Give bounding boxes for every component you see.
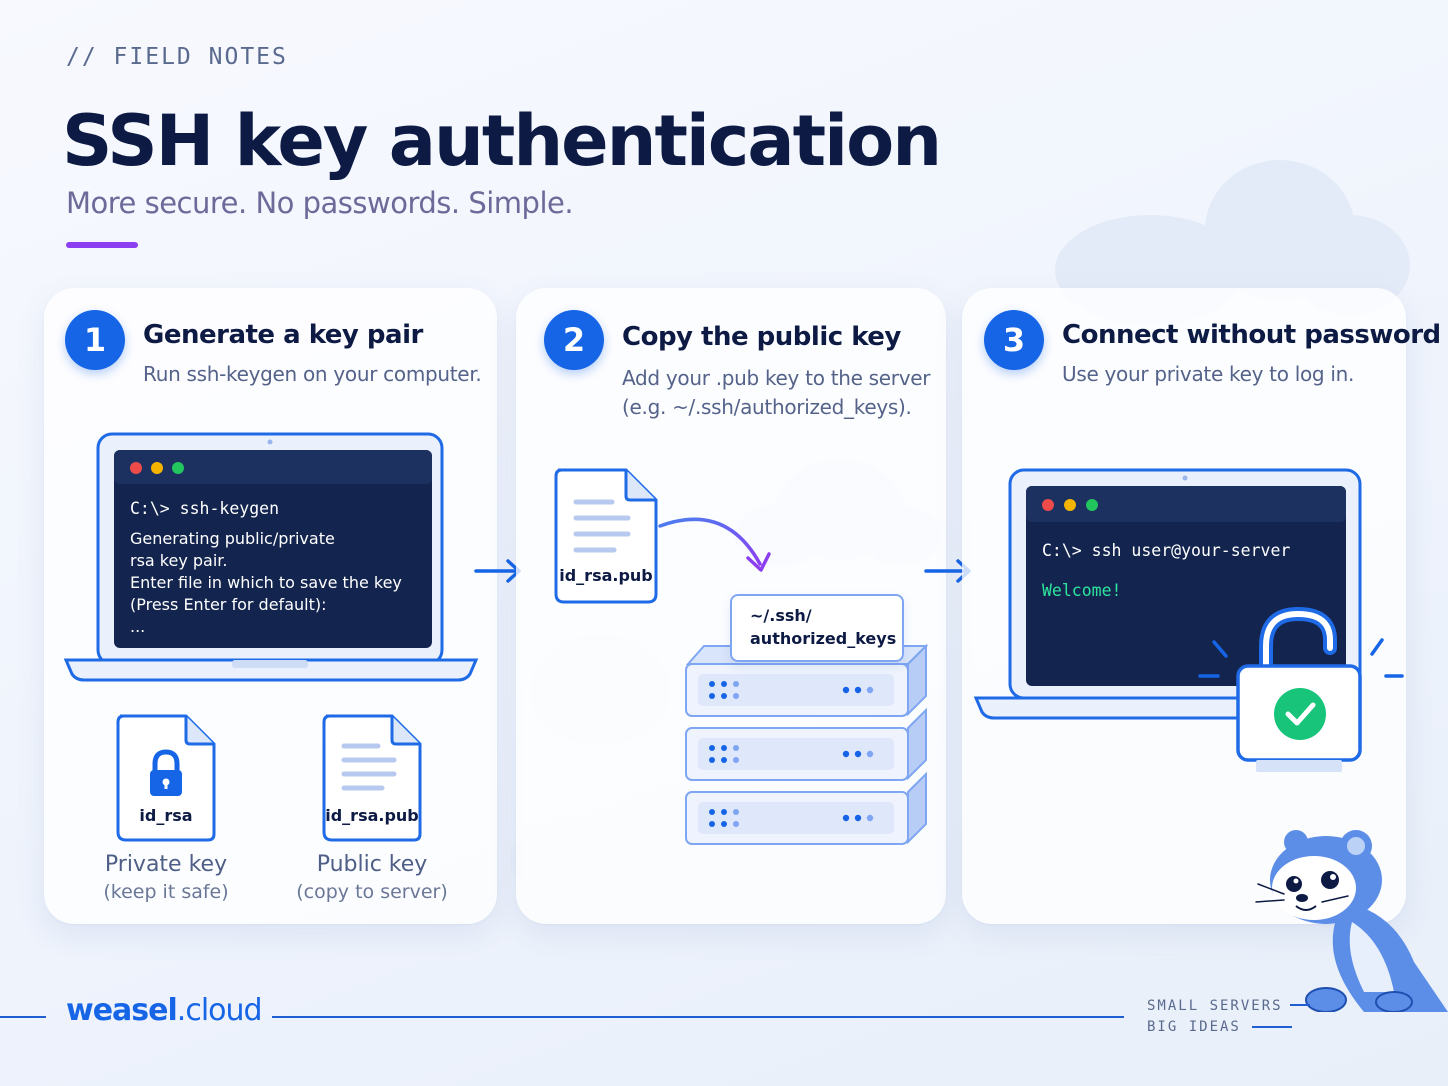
step-description: Use your private key to log in. (1062, 362, 1355, 386)
maximize-dot-icon (1086, 499, 1098, 511)
public-key-filename: id_rsa.pub (325, 806, 419, 825)
step-title: Copy the public key (622, 322, 901, 352)
step-card-2: 2 Copy the public key Add your .pub key … (516, 288, 946, 924)
footer-divider-left (0, 1016, 46, 1018)
private-key-filename: id_rsa (139, 806, 193, 825)
authorized-keys-path-line-1: ~/.ssh/ (750, 606, 812, 625)
step-description-line-1: Add your .pub key to the server (622, 366, 931, 390)
close-dot-icon (130, 462, 142, 474)
brand-name-bold: weasel (66, 993, 178, 1028)
authorized-keys-path-line-2: authorized_keys (750, 629, 897, 648)
maximize-dot-icon (172, 462, 184, 474)
step-title: Connect without password (1062, 320, 1441, 350)
terminal-prompt: C:\> ssh user@your-server (1042, 541, 1291, 560)
close-dot-icon (1042, 499, 1054, 511)
server-unit (685, 771, 927, 845)
terminal-output-line: Generating public/private (130, 529, 335, 548)
footer-tagline-rule (1290, 1004, 1310, 1006)
caption-title: Private key (104, 852, 228, 877)
footer-divider-center (272, 1016, 1124, 1018)
public-key-file-icon (554, 468, 658, 604)
terminal-output-line: Enter file in which to save the key (130, 573, 402, 592)
curved-arrow-icon (658, 517, 771, 572)
terminal-output-line: ... (130, 617, 146, 636)
step-number-badge: 1 (65, 310, 125, 370)
public-key-filename: id_rsa.pub (559, 566, 653, 585)
terminal-output-line: rsa key pair. (130, 551, 228, 570)
brand-logo: weasel.cloud (66, 993, 263, 1028)
check-circle-icon (1274, 688, 1326, 740)
step-title: Generate a key pair (143, 320, 423, 350)
page-title: SSH key authentication (62, 100, 942, 182)
step-description: Run ssh-keygen on your computer. (143, 362, 482, 386)
public-key-file-icon (322, 714, 422, 842)
authorized-keys-tag: ~/.ssh/ authorized_keys (730, 594, 904, 662)
public-key-caption: Public key (copy to server) (282, 852, 462, 903)
step-number-badge: 2 (544, 310, 604, 370)
page-subtitle: More secure. No passwords. Simple. (66, 186, 574, 220)
minimize-dot-icon (1064, 499, 1076, 511)
brand-name-light: .cloud (176, 993, 263, 1028)
document-lines-icon (573, 499, 631, 553)
step-description-line-2: (e.g. ~/.ssh/authorized_keys). (622, 395, 912, 419)
step-number-badge: 3 (984, 310, 1044, 370)
lock-icon (150, 749, 182, 796)
caption-note: (keep it safe) (103, 881, 229, 903)
minimize-dot-icon (151, 462, 163, 474)
weasel-mascot-icon (1255, 830, 1448, 1012)
server-unit (685, 707, 927, 781)
terminal-prompt: C:\> ssh-keygen (130, 499, 280, 518)
private-key-caption: Private key (keep it safe) (86, 852, 246, 903)
caption-title: Public key (316, 852, 428, 877)
terminal-welcome: Welcome! (1042, 581, 1122, 600)
document-lines-icon (341, 743, 397, 791)
laptop-illustration (63, 432, 479, 682)
footer-tagline-rule (1252, 1026, 1292, 1028)
title-underline (66, 242, 138, 248)
step-card-1: 1 Generate a key pair Run ssh-keygen on … (44, 288, 497, 924)
server-stack-illustration (685, 643, 929, 845)
caption-note: (copy to server) (296, 881, 448, 903)
footer-tagline: SMALL SERVERS BIG IDEAS (1147, 998, 1283, 1035)
unlocked-padlock-icon (1198, 606, 1404, 772)
private-key-file-icon (116, 714, 216, 842)
kicker-label: // FIELD NOTES (66, 44, 288, 70)
terminal-output-line: (Press Enter for default): (130, 595, 327, 614)
